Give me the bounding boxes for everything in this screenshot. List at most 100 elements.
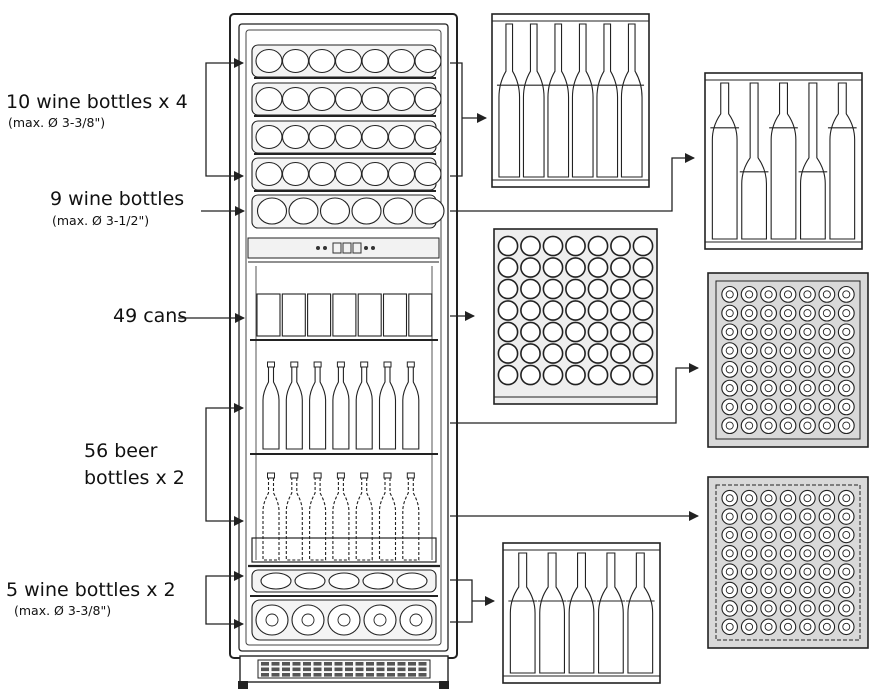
bottle-base bbox=[361, 161, 389, 187]
grille-slot bbox=[324, 673, 332, 677]
beer-bottle-cap bbox=[803, 549, 812, 558]
beer-bottle-cap bbox=[764, 309, 773, 318]
grille-slot bbox=[271, 662, 280, 666]
beer-bottle-top bbox=[740, 489, 758, 507]
beer-bottle-top bbox=[799, 618, 816, 636]
beer-bottle-top bbox=[760, 285, 777, 303]
beer-bottle-top bbox=[721, 545, 738, 562]
beer-bottle-cap bbox=[803, 604, 812, 613]
bottle-cap bbox=[267, 361, 275, 368]
beer-bottle-top bbox=[721, 417, 739, 435]
beer-bottle-cap bbox=[745, 494, 754, 503]
beer-bottle bbox=[332, 476, 350, 561]
beer-bottle-top bbox=[818, 618, 836, 636]
beer-bottle-cap bbox=[784, 327, 792, 336]
beer-bottle-top bbox=[838, 508, 855, 525]
beer-bottle-cap bbox=[842, 309, 851, 318]
can-top bbox=[542, 364, 564, 386]
can-top bbox=[520, 321, 541, 343]
beer-bottle-cap bbox=[822, 327, 831, 336]
grille-slot bbox=[261, 667, 269, 672]
beer-bottle-top bbox=[799, 508, 816, 525]
bracket-beer bbox=[205, 407, 238, 522]
beer-bottle-cap bbox=[745, 402, 754, 411]
wine-bottle bbox=[547, 23, 570, 178]
beer-bottle-cap bbox=[745, 586, 754, 594]
bottle-base bbox=[396, 572, 428, 590]
beer-bottle-cap bbox=[745, 549, 754, 558]
beer-bottle-top bbox=[721, 304, 739, 322]
beer-bottle-top bbox=[818, 508, 836, 525]
beer-bottle-top bbox=[799, 360, 816, 378]
arrow-to-offset-rack bbox=[450, 153, 695, 212]
beer-bottle-cap bbox=[803, 384, 812, 393]
grille-slot bbox=[355, 662, 364, 666]
beer-bottle-top bbox=[721, 323, 739, 341]
beer-bottle-top bbox=[838, 489, 855, 507]
can-top bbox=[587, 321, 609, 343]
label-beer-line1: 56 beer bbox=[84, 440, 158, 462]
bottle-base bbox=[319, 197, 351, 225]
beer-bottle-cap bbox=[784, 290, 792, 299]
beer-bottle-cap bbox=[803, 567, 812, 576]
beer-bottle-cap bbox=[725, 327, 734, 336]
beer-basket bbox=[251, 537, 437, 563]
can-top bbox=[542, 343, 564, 364]
can-top bbox=[632, 364, 654, 386]
grille-slot bbox=[397, 673, 406, 677]
bottle-cap bbox=[406, 472, 415, 479]
can-top bbox=[565, 364, 586, 386]
beer-bottle-top bbox=[740, 563, 758, 580]
bottle-base bbox=[399, 604, 433, 636]
beer-bottle-top bbox=[779, 398, 797, 416]
can-top bbox=[520, 235, 541, 257]
beer-bottle-cap bbox=[822, 309, 831, 318]
beer-bottle-top bbox=[721, 342, 739, 360]
grille-slot bbox=[387, 662, 395, 666]
grille-slot bbox=[261, 662, 269, 666]
beer-bottle-cap bbox=[822, 384, 831, 393]
grille-slot bbox=[366, 667, 374, 672]
grille-slot bbox=[397, 667, 406, 672]
bottle-base bbox=[334, 86, 363, 112]
beer-bottle-top bbox=[779, 285, 797, 303]
beer-bottle-cap bbox=[745, 512, 754, 521]
beer-bottle-top bbox=[779, 304, 797, 322]
beer-bottle-top bbox=[740, 581, 758, 599]
beer-bottle-top bbox=[779, 323, 797, 341]
beer-bottle-top bbox=[760, 360, 777, 378]
wine-bottle bbox=[620, 23, 643, 178]
beer-bottle-top bbox=[837, 323, 855, 341]
beer-bottle-top bbox=[740, 285, 758, 303]
wine-bottle bbox=[509, 552, 536, 674]
beer-bottle-cap bbox=[784, 531, 792, 539]
can-top bbox=[520, 257, 541, 278]
grille-slot bbox=[324, 667, 332, 672]
grille-slot bbox=[408, 667, 416, 672]
bottle-base bbox=[308, 86, 336, 112]
beer-bottle-top bbox=[837, 360, 855, 378]
bottle-base bbox=[414, 48, 442, 74]
bottle-base bbox=[334, 48, 363, 74]
label-wine-top-size: (max. Ø 3-3/8") bbox=[8, 115, 106, 130]
bracket-wine-top bbox=[205, 62, 238, 177]
bottle-base bbox=[281, 124, 310, 150]
beer-bottle bbox=[309, 365, 327, 450]
beer-bottle-cap bbox=[803, 622, 812, 631]
bottle-base bbox=[414, 161, 442, 187]
bottle-cap bbox=[383, 472, 392, 479]
bottle-cap bbox=[360, 361, 369, 368]
beer-bottle-top bbox=[760, 545, 777, 562]
beer-bottle-cap bbox=[842, 384, 851, 393]
beer-bottle-top bbox=[818, 379, 836, 397]
beer-bottle-top bbox=[740, 304, 758, 322]
beer-bottle-cap bbox=[725, 622, 734, 631]
can-top bbox=[520, 364, 541, 386]
beer-bottle-cap bbox=[822, 549, 831, 558]
beer-bottle-cap bbox=[803, 402, 812, 411]
beer-bottle-top bbox=[760, 600, 777, 617]
grille-slot bbox=[366, 662, 374, 666]
beer-bottle-cap bbox=[725, 384, 734, 393]
beer-bottle-top bbox=[799, 417, 816, 435]
